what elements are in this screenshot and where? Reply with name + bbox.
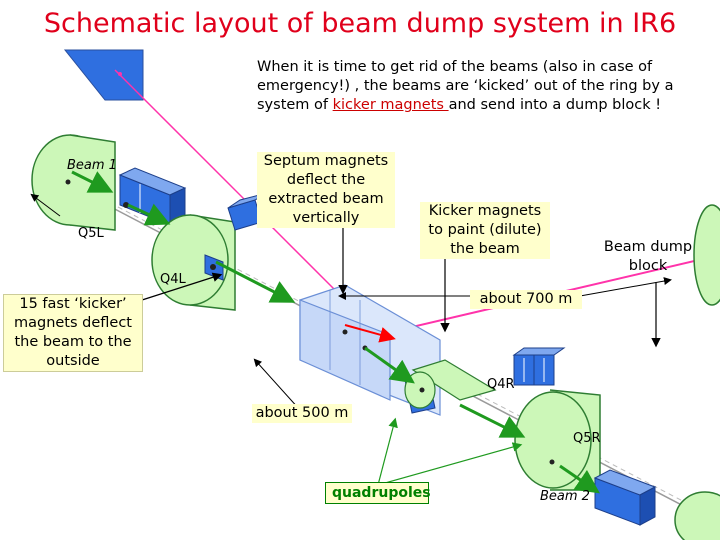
q5l-label: Q5L xyxy=(78,226,104,241)
top-beam-line xyxy=(114,69,346,301)
quad-q5l xyxy=(31,134,116,231)
beam-dump-note: Beam dump block xyxy=(603,239,693,274)
deflected-beam-arrow xyxy=(344,324,396,343)
top-left-magnet xyxy=(63,49,144,101)
fast-kicker-pointer xyxy=(141,272,223,301)
beam-arrow-2 xyxy=(127,203,171,226)
q4r-label: Q4R xyxy=(487,377,515,392)
page-title: Schematic layout of beam dump system in … xyxy=(43,8,677,39)
about500-pointer xyxy=(253,358,301,411)
fast-kicker-note: 15 fast ‘kicker’ magnets deflect the bea… xyxy=(3,294,143,372)
about-700-note: about 700 m xyxy=(470,290,582,309)
beam-arrow-3 xyxy=(215,260,296,303)
q4l-label: Q4L xyxy=(160,272,186,287)
quad-q4r xyxy=(404,359,497,414)
beam-dump-block xyxy=(693,204,720,306)
paint-kicker-magnets xyxy=(512,347,566,386)
beam2-arrow xyxy=(559,464,600,494)
quad-pointer-1 xyxy=(377,417,398,486)
intro-after: and send into a dump block ! xyxy=(448,97,662,113)
beam1-arrow xyxy=(71,170,114,193)
intro-text: When it is time to get rid of the beams … xyxy=(257,58,697,115)
q5r-label: Q5R xyxy=(573,431,601,446)
septum-note: Septum magnets deflect the extracted bea… xyxy=(257,152,395,228)
quad-q4l xyxy=(151,214,236,311)
quadrupoles-label: quadrupoles xyxy=(325,482,431,504)
beam1-label: Beam 1 xyxy=(67,158,117,173)
q5l-pointer xyxy=(30,193,61,217)
kicker-magnets-link[interactable]: kicker magnets xyxy=(332,97,449,113)
paint-kicker-note: Kicker magnets to paint (dilute) the bea… xyxy=(420,202,550,259)
about-500-note: about 500 m xyxy=(252,404,352,423)
beam2-label: Beam 2 xyxy=(540,489,590,504)
quad-right-edge xyxy=(674,491,720,540)
about700-right xyxy=(579,277,672,297)
beam2-magnet xyxy=(593,469,657,526)
quad-pointer-2 xyxy=(377,442,523,486)
beam-arrow-5 xyxy=(459,403,526,438)
top-beam-dot xyxy=(118,72,122,76)
beam-arrow-4 xyxy=(364,346,415,384)
intro-before: When it is time to get rid of the beams … xyxy=(257,59,674,113)
